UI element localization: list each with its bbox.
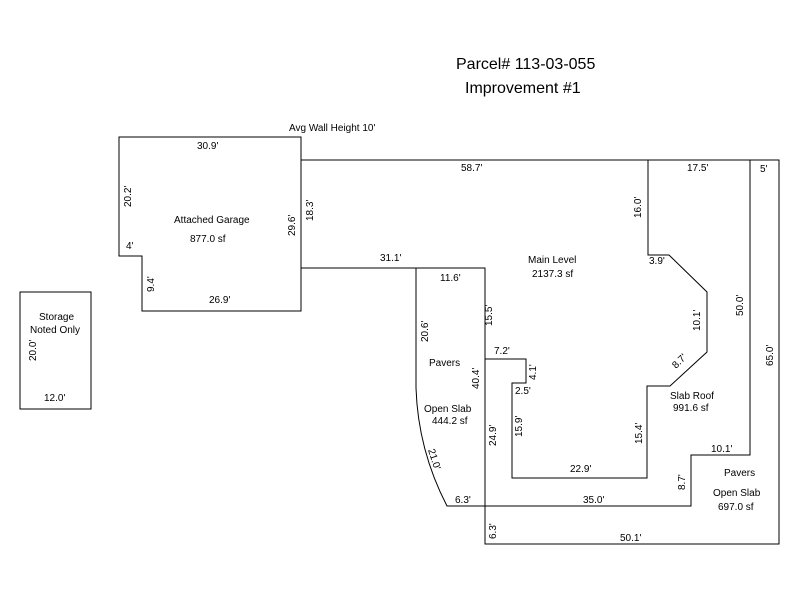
dim-8-7-diagonal: 8.7' <box>670 352 689 371</box>
dim-20-6: 20.6' <box>420 321 431 342</box>
main-level-inner-outline <box>485 160 708 479</box>
dim-garage-left-lower: 9.4' <box>146 276 157 292</box>
storage-outline <box>19 291 92 410</box>
dim-24-9: 24.9' <box>488 425 499 446</box>
dim-50-0: 50.0' <box>735 295 746 316</box>
open-slab-left-area: 444.2 sf <box>432 416 468 427</box>
right-open-slab-outline <box>484 159 780 545</box>
left-open-slab-outline <box>415 268 485 507</box>
dim-garage-notch: 4' <box>126 241 134 252</box>
dim-65-0: 65.0' <box>765 345 776 366</box>
dim-16-0: 16.0' <box>633 197 644 218</box>
dim-main-top: 58.7' <box>461 163 482 174</box>
open-slab-right-area: 697.0 sf <box>718 502 754 513</box>
dim-five: 5' <box>760 164 768 175</box>
main-level-area: 2137.3 sf <box>532 269 573 280</box>
open-slab-right: Open Slab <box>713 488 761 499</box>
dim-35-0: 35.0' <box>583 495 604 506</box>
dim-garage-top: 30.9' <box>197 141 218 152</box>
improvement-title: Improvement #1 <box>465 80 581 97</box>
dim-15-4: 15.4' <box>634 423 645 444</box>
slab-roof-name: Slab Roof <box>670 391 714 402</box>
garage-outline <box>118 136 302 312</box>
dim-8-7-lower: 8.7' <box>677 474 688 490</box>
dim-6-3-v: 6.3' <box>488 523 499 539</box>
dim-11-6: 11.6' <box>440 273 461 284</box>
main-level-outline <box>301 159 751 507</box>
dim-40-4: 40.4' <box>471 368 482 389</box>
dim-garage-left: 20.2' <box>123 186 134 207</box>
dim-31-1: 31.1' <box>380 253 401 264</box>
dim-4-1: 4.1' <box>528 364 539 380</box>
garage-area: 877.0 sf <box>190 234 226 245</box>
storage-name: Storage <box>39 312 74 323</box>
dim-2-5: 2.5' <box>515 386 531 397</box>
dim-10-1: 10.1' <box>692 310 703 331</box>
pavers-left: Pavers <box>429 358 460 369</box>
open-slab-left: Open Slab <box>424 404 472 415</box>
storage-note: Noted Only <box>30 325 80 336</box>
dim-22-9: 22.9' <box>570 464 591 475</box>
dim-garage-right: 29.6' <box>287 215 298 236</box>
pavers-right: Pavers <box>724 468 755 479</box>
dim-storage-side: 20.0' <box>28 340 39 361</box>
main-level-name: Main Level <box>528 255 576 266</box>
dim-15-9: 15.9' <box>514 416 525 437</box>
garage-name: Attached Garage <box>174 215 250 226</box>
dim-main-top-right: 17.5' <box>687 163 708 174</box>
dim-15-5: 15.5' <box>484 305 495 326</box>
dim-10-1-lower: 10.1' <box>711 444 732 455</box>
dim-garage-right-inner: 18.3' <box>305 200 316 221</box>
dim-garage-bottom: 26.9' <box>209 295 230 306</box>
dim-7-2: 7.2' <box>494 346 510 357</box>
dim-3-9: 3.9' <box>649 256 665 267</box>
dim-6-3-h: 6.3' <box>455 495 471 506</box>
dim-storage-bottom: 12.0' <box>44 393 65 404</box>
parcel-title: Parcel# 113-03-055 <box>456 56 595 73</box>
dim-50-1: 50.1' <box>620 533 641 544</box>
slab-roof-area: 991.6 sf <box>673 403 709 414</box>
avg-wall-height: Avg Wall Height 10' <box>289 123 375 134</box>
